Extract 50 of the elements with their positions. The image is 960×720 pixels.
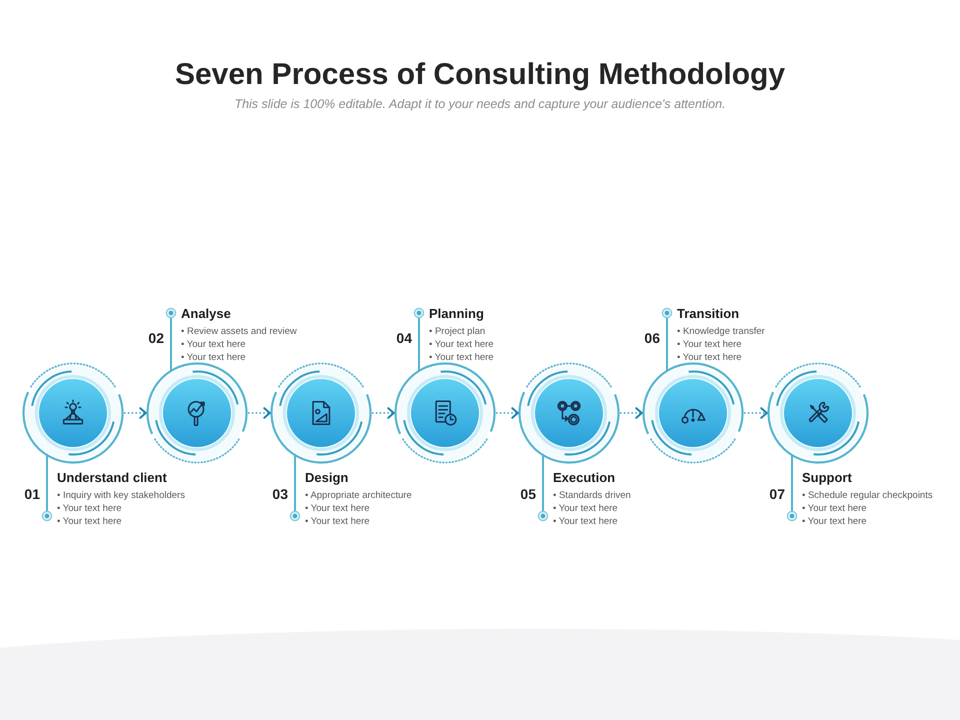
step-heading: Analyse <box>181 306 231 322</box>
leader-line <box>414 308 424 371</box>
step-number: 04 <box>396 330 412 346</box>
step-heading: Support <box>802 470 852 486</box>
arrow <box>124 407 147 419</box>
bullet-item: • Your text here <box>181 351 246 364</box>
step-heading: Understand client <box>57 470 167 486</box>
bullet-item: • Schedule regular checkpoints <box>802 489 933 502</box>
arrow <box>620 407 643 419</box>
leader-line <box>166 308 176 371</box>
arrow <box>248 407 271 419</box>
step-heading: Execution <box>553 470 616 486</box>
bullet-item: • Review assets and review <box>181 325 297 338</box>
step-number: 03 <box>272 486 288 502</box>
bullet-item: • Your text here <box>677 351 742 364</box>
step-number: 02 <box>148 330 164 346</box>
bullet-item: • Your text here <box>802 515 867 528</box>
bullet-item: • Your text here <box>553 502 618 515</box>
bullet-item: • Your text here <box>802 502 867 515</box>
arrow <box>744 407 768 419</box>
bullet-item: • Your text here <box>429 338 494 351</box>
bullet-item: • Your text here <box>57 502 122 515</box>
slide-title: Seven Process of Consulting Methodology <box>174 57 786 93</box>
slide-subtitle: This slide is 100% editable. Adapt it to your needs and capture your audience's attention. <box>234 96 726 112</box>
step-heading: Planning <box>429 306 484 322</box>
step-number: 05 <box>520 486 536 502</box>
bullet-item: • Your text here <box>677 338 742 351</box>
bullet-item: • Appropriate architecture <box>305 489 412 502</box>
step-heading: Design <box>305 470 348 486</box>
bullet-item: • Inquiry with key stakeholders <box>57 489 185 502</box>
bullet-item: • Knowledge transfer <box>677 325 765 338</box>
bullet-item: • Your text here <box>305 515 370 528</box>
bullet-item: • Your text here <box>305 502 370 515</box>
arrow <box>372 407 395 419</box>
step-heading: Transition <box>677 306 740 322</box>
bullet-item: • Your text here <box>553 515 618 528</box>
leader-line <box>538 455 548 522</box>
leader-line <box>290 455 300 522</box>
leader-line <box>662 308 672 371</box>
bullet-item: • Your text here <box>429 351 494 364</box>
bullet-item: • Standards driven <box>553 489 631 502</box>
bullet-item: • Your text here <box>181 338 246 351</box>
step-number: 01 <box>24 486 40 502</box>
leader-line <box>42 455 52 522</box>
arrow <box>496 407 519 419</box>
leader-line <box>786 455 798 522</box>
step-number: 06 <box>644 330 660 346</box>
bullet-item: • Project plan <box>429 325 486 338</box>
step-number: 07 <box>769 486 785 502</box>
bullet-item: • Your text here <box>57 515 122 528</box>
